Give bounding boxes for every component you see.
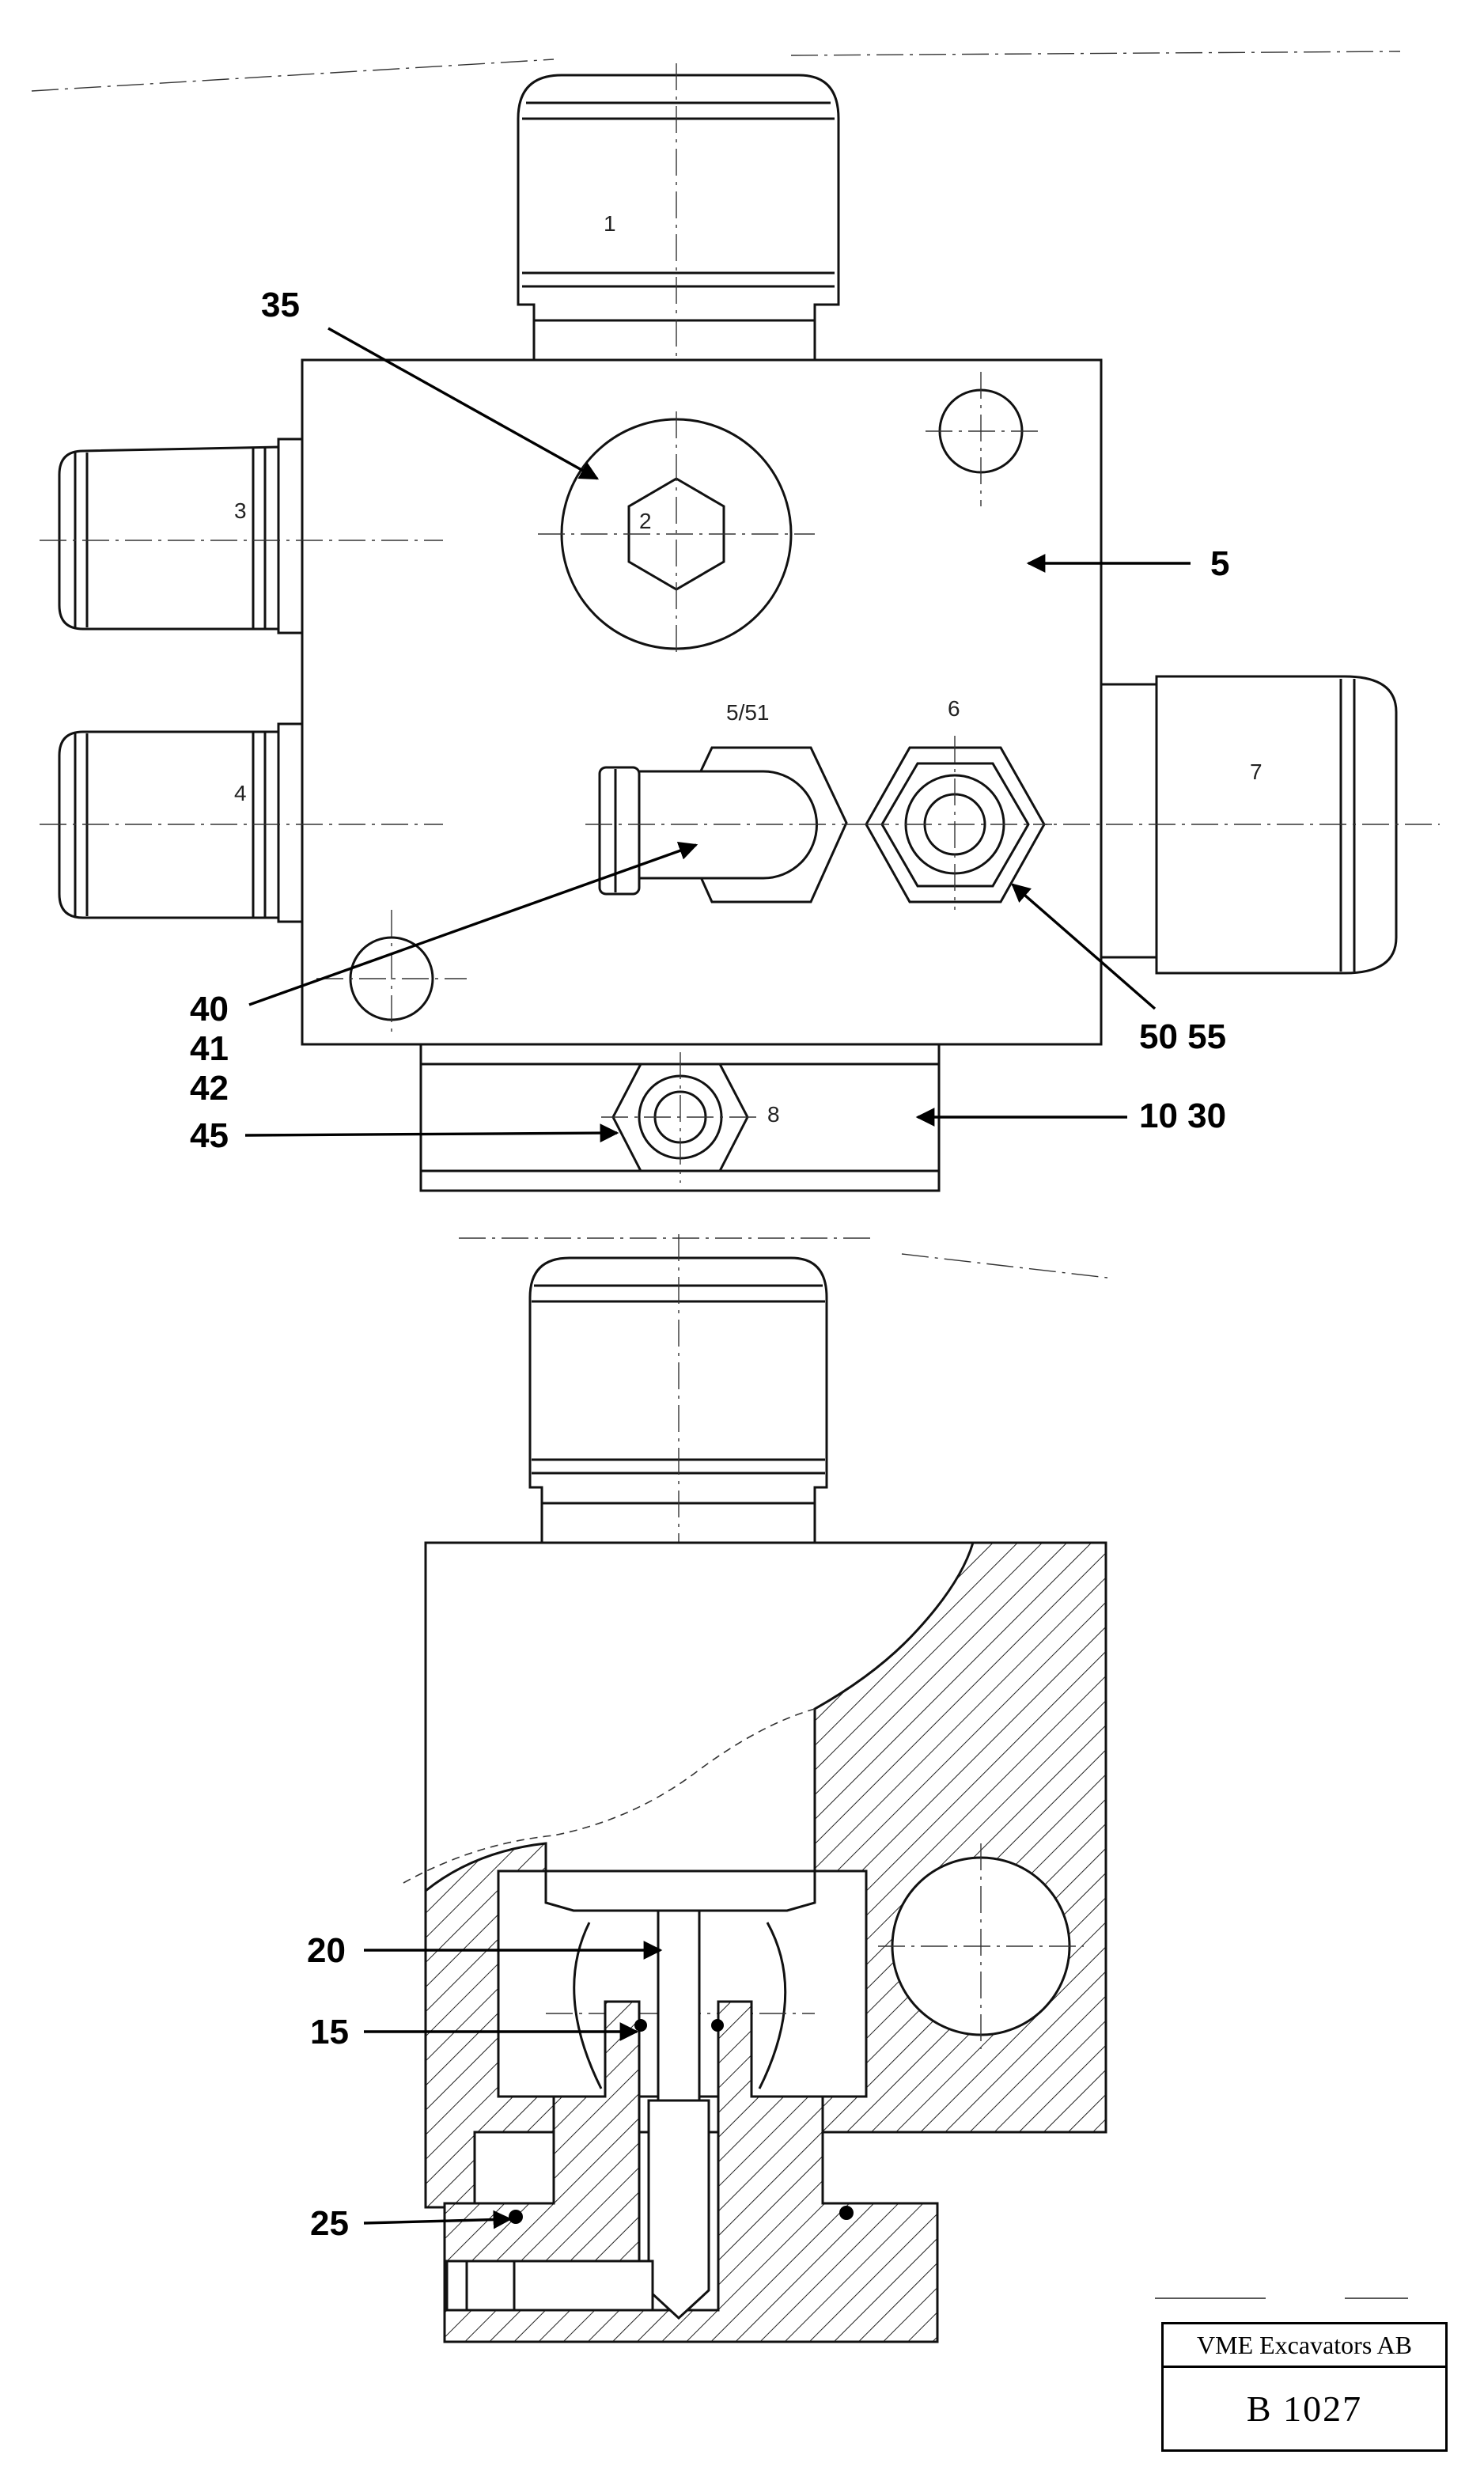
port-4-fitting: [58, 722, 304, 923]
callout-40: 40: [190, 990, 229, 1028]
callout-5: 5: [1210, 544, 1229, 583]
leader-35: [327, 327, 600, 480]
port-5-51-elbow-fitting: [585, 746, 862, 903]
port-2-plug: [538, 411, 815, 657]
section-side-drilling: [445, 2260, 654, 2312]
port-3-fitting: [58, 438, 304, 634]
port-7-fitting: [1100, 675, 1398, 975]
label-part-3: 3: [234, 498, 247, 523]
callout-10-30: 10 30: [1139, 1097, 1226, 1135]
label-part-1: 1: [604, 211, 616, 236]
callout-45: 45: [190, 1116, 229, 1155]
callout-50-55: 50 55: [1139, 1017, 1226, 1056]
port-6-hex-fitting: [862, 736, 1052, 910]
o-ring-15-left: [634, 2019, 647, 2032]
label-part-4: 4: [234, 781, 247, 805]
callout-41: 41: [190, 1029, 229, 1068]
lower-view: 20 15 25: [307, 1234, 1408, 2343]
label-part-7: 7: [1250, 759, 1263, 784]
port-1-fitting: [517, 74, 840, 362]
callout-42: 42: [190, 1069, 229, 1108]
title-block: VME Excavators AB B 1027: [1161, 2322, 1448, 2452]
o-ring-15-right: [711, 2019, 724, 2032]
callout-35: 35: [261, 286, 300, 324]
o-ring-25-right: [839, 2206, 854, 2220]
o-ring-25-left: [509, 2210, 523, 2224]
label-part-6: 6: [948, 696, 960, 721]
leader-50-55: [1011, 883, 1157, 1010]
port-8-base-block: [419, 1043, 941, 1192]
drawing-reference: B 1027: [1246, 2388, 1363, 2429]
callout-15: 15: [310, 2013, 349, 2051]
callout-25: 25: [310, 2204, 349, 2243]
leader-40: [248, 842, 698, 1006]
valve-block: [301, 358, 1103, 1046]
company-name: VME Excavators AB: [1164, 2324, 1445, 2368]
mounting-hole-upper: [926, 372, 1044, 506]
leader-25: [363, 2210, 513, 2229]
callout-20: 20: [307, 1931, 346, 1970]
label-part-8: 8: [767, 1102, 780, 1127]
mounting-hole-lower: [316, 910, 467, 1036]
upper-view: 1 2 3 4 5/51 6 7 8 35 5 40 41 42 45 50 5…: [31, 51, 1440, 1192]
label-part-2: 2: [639, 509, 652, 533]
leader-45: [244, 1123, 619, 1143]
label-part-5-51: 5/51: [726, 700, 770, 725]
